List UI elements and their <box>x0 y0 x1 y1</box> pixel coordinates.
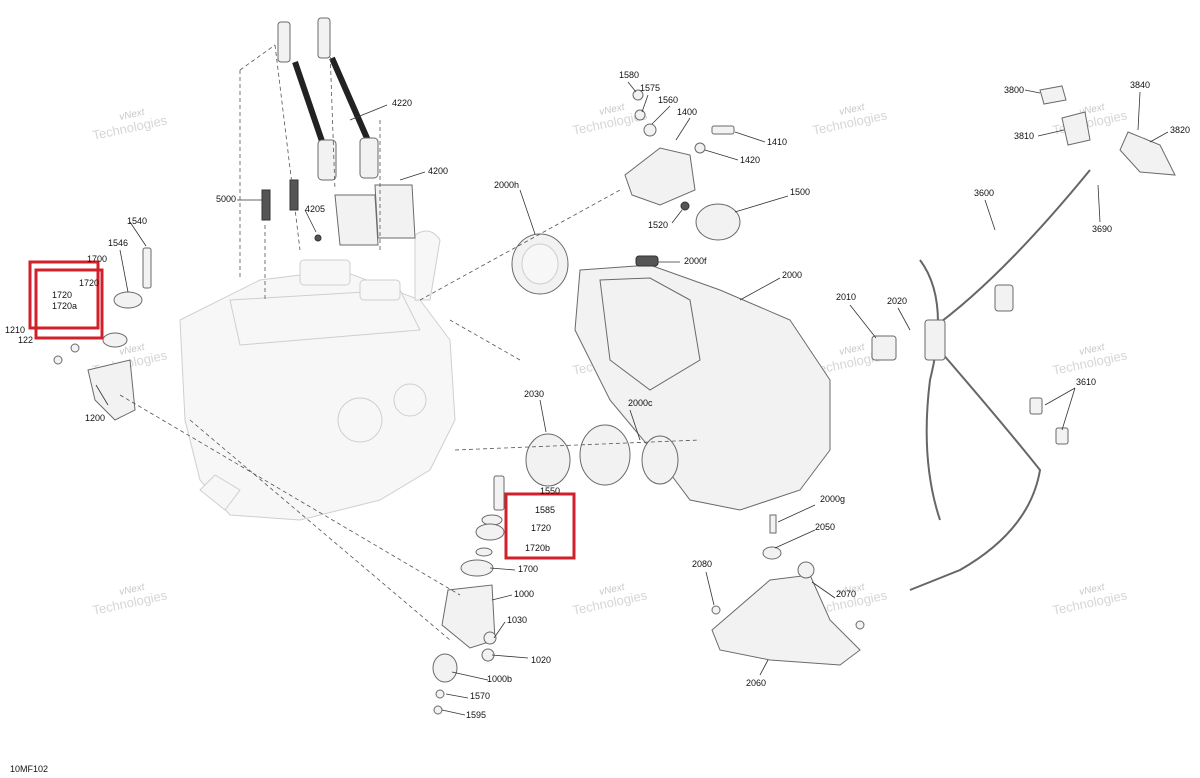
diagram-code: 10MF102 <box>10 764 48 774</box>
watermark-line1: vNext <box>838 102 866 118</box>
label-1560[interactable]: 1560 <box>658 95 678 105</box>
label-1220[interactable]: 122 <box>18 335 33 345</box>
watermark-line1: vNext <box>1078 582 1106 598</box>
label-1420[interactable]: 1420 <box>740 155 760 165</box>
label-2020[interactable]: 2020 <box>887 296 907 306</box>
label-1720-center[interactable]: 1720 <box>531 523 551 533</box>
highlight-box-left-inner <box>34 268 104 340</box>
label-3840[interactable]: 3840 <box>1130 80 1150 90</box>
label-1720-left-b[interactable]: 1720 <box>52 290 72 300</box>
label-4205[interactable]: 4205 <box>305 204 325 214</box>
label-2050[interactable]: 2050 <box>815 522 835 532</box>
label-1585[interactable]: 1585 <box>535 505 555 515</box>
label-2070[interactable]: 2070 <box>836 589 856 599</box>
watermark-line1: vNext <box>118 582 146 598</box>
label-3820[interactable]: 3820 <box>1170 125 1190 135</box>
watermark-line1: vNext <box>838 342 866 358</box>
label-1210[interactable]: 1210 <box>5 325 25 335</box>
watermark-line1: vNext <box>1078 342 1106 358</box>
label-5000[interactable]: 5000 <box>216 194 236 204</box>
label-2000h[interactable]: 2000h <box>494 180 519 190</box>
watermark-line1: vNext <box>118 107 146 123</box>
highlight-box-center <box>504 492 576 560</box>
highlight-box-left-outer <box>28 260 100 330</box>
label-2000f[interactable]: 2000f <box>684 256 707 266</box>
airbox-assembly <box>511 233 831 511</box>
part-labels: 5000 4205 4220 4200 1540 1546 1700 1720 … <box>5 70 1190 720</box>
label-1410[interactable]: 1410 <box>767 137 787 147</box>
label-1540[interactable]: 1540 <box>127 216 147 226</box>
label-1580[interactable]: 1580 <box>619 70 639 80</box>
label-1720-left-a[interactable]: 1720 <box>79 278 99 288</box>
label-1400[interactable]: 1400 <box>677 107 697 117</box>
label-1595[interactable]: 1595 <box>466 710 486 720</box>
label-1500[interactable]: 1500 <box>790 187 810 197</box>
label-3610[interactable]: 3610 <box>1076 377 1096 387</box>
label-1020[interactable]: 1020 <box>531 655 551 665</box>
label-1575[interactable]: 1575 <box>640 83 660 93</box>
label-4220[interactable]: 4220 <box>392 98 412 108</box>
label-1720b[interactable]: 1720b <box>525 543 550 553</box>
label-1030[interactable]: 1030 <box>507 615 527 625</box>
label-2010[interactable]: 2010 <box>836 292 856 302</box>
label-3600[interactable]: 3600 <box>974 188 994 198</box>
lower-mount-bracket <box>711 514 865 666</box>
watermark-line1: vNext <box>118 342 146 358</box>
label-1550[interactable]: 1550 <box>540 486 560 496</box>
watermark-line1: vNext <box>598 582 626 598</box>
label-2000c[interactable]: 2000c <box>628 398 653 408</box>
label-2080[interactable]: 2080 <box>692 559 712 569</box>
label-3810[interactable]: 3810 <box>1014 131 1034 141</box>
engine-block <box>179 230 456 521</box>
label-1570[interactable]: 1570 <box>470 691 490 701</box>
label-1000b[interactable]: 1000b <box>487 674 512 684</box>
label-1200[interactable]: 1200 <box>85 413 105 423</box>
label-2030[interactable]: 2030 <box>524 389 544 399</box>
watermark-line1: vNext <box>838 582 866 598</box>
ignition-coil-assembly <box>261 17 416 246</box>
label-1700-left[interactable]: 1700 <box>87 254 107 264</box>
label-2060[interactable]: 2060 <box>746 678 766 688</box>
label-1000[interactable]: 1000 <box>514 589 534 599</box>
label-3800[interactable]: 3800 <box>1004 85 1024 95</box>
left-engine-mount <box>53 247 152 421</box>
throttle-body-assembly <box>624 89 741 241</box>
label-1546[interactable]: 1546 <box>108 238 128 248</box>
label-1700-center[interactable]: 1700 <box>518 564 538 574</box>
label-1520[interactable]: 1520 <box>648 220 668 230</box>
label-3690[interactable]: 3690 <box>1092 224 1112 234</box>
label-2000g[interactable]: 2000g <box>820 494 845 504</box>
label-4200[interactable]: 4200 <box>428 166 448 176</box>
watermark-line1: vNext <box>598 102 626 118</box>
label-2000[interactable]: 2000 <box>782 270 802 280</box>
wiring-harness <box>871 85 1176 591</box>
leader-lines <box>95 81 1169 716</box>
center-engine-mount <box>432 475 505 715</box>
label-1720a[interactable]: 1720a <box>52 301 77 311</box>
